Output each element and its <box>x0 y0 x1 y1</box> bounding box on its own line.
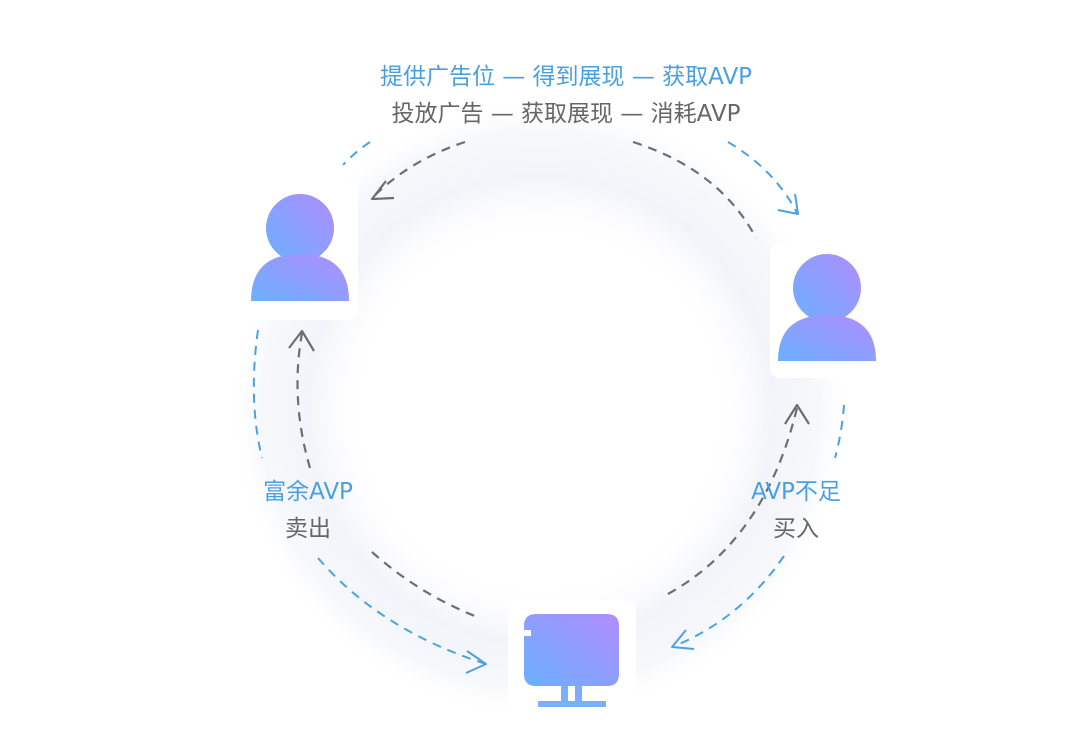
monitor-icon <box>508 600 636 718</box>
left-user-icon <box>242 180 358 320</box>
flow-top-left-gray <box>371 140 466 199</box>
arrowhead-left-up <box>288 329 315 352</box>
background-ring <box>230 100 850 720</box>
arrowhead-left-down <box>465 650 487 674</box>
flow-right-gray-up <box>667 407 799 595</box>
arrowhead-right-up <box>784 403 810 425</box>
flow-right-blue-outer <box>834 404 845 459</box>
arrowhead-right-down <box>671 629 695 650</box>
left-blue-label: 富余AVP <box>263 479 353 505</box>
flow-left-blue-outer <box>252 329 263 459</box>
flow-right-blue-down <box>671 555 785 648</box>
right-blue-label: AVP不足 <box>751 479 841 505</box>
arrowhead-top-right <box>777 193 799 215</box>
flow-top-left-blue <box>342 141 371 166</box>
flow-left-gray-up <box>296 332 312 469</box>
flow-top-right-gray <box>632 140 757 239</box>
right-gray-label: 买入 <box>773 516 819 542</box>
arrowhead-top-left <box>370 180 395 201</box>
top-blue-label: 提供广告位 — 得到展现 — 获取AVP <box>379 64 753 90</box>
right-user-icon <box>770 242 886 378</box>
left-gray-label: 卖出 <box>285 516 331 542</box>
flow-top-right-blue <box>727 141 798 214</box>
flow-left-gray-down <box>371 551 481 620</box>
flow-left-blue-down <box>317 557 487 665</box>
top-gray-label: 投放广告 — 获取展现 — 消耗AVP <box>391 101 741 127</box>
